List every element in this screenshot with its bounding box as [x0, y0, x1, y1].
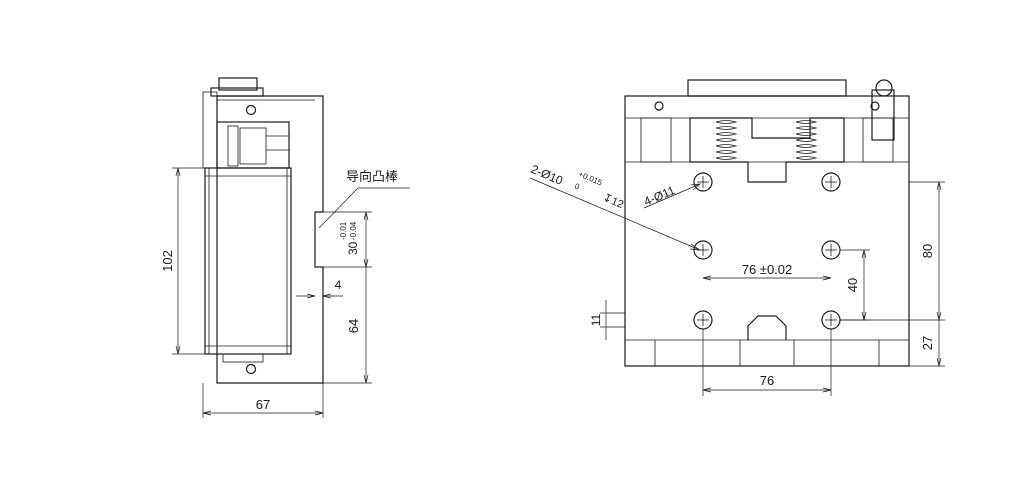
spring-block — [227, 125, 239, 167]
dim-30-label: 30 — [346, 241, 360, 255]
guide-cam-label: 导向凸棒 — [346, 169, 398, 185]
hole-top-right — [821, 172, 841, 192]
hole-tol-lower: 0 — [573, 182, 581, 192]
hole-leader — [529, 177, 701, 251]
hole-tol-upper: +0.015 — [577, 170, 604, 188]
dim-80-label: 80 — [920, 244, 935, 258]
arrow — [175, 345, 181, 355]
arrow — [363, 374, 369, 384]
main-body — [204, 167, 292, 355]
dim-30-tol-lower: -0.04 — [349, 221, 358, 240]
hole-bottom-right — [821, 310, 841, 330]
arrow — [936, 181, 942, 191]
arrow — [822, 387, 832, 393]
lower-pin-hole — [245, 363, 257, 375]
dim-30-tol-upper: -0.01 — [339, 221, 348, 240]
dim-76-tol-label: 76 ±0.02 — [742, 262, 793, 277]
arrow — [861, 249, 867, 259]
arrow — [689, 243, 701, 251]
hole-top-left — [693, 172, 713, 192]
spring-chamber — [862, 117, 894, 163]
hole-bottom-left — [693, 310, 713, 330]
slider-block — [689, 117, 845, 183]
dim-67-label: 67 — [256, 397, 270, 412]
leader-line — [318, 187, 359, 229]
bracket-outline — [216, 95, 324, 384]
corner-hole — [870, 101, 880, 111]
spring-chamber — [640, 117, 672, 163]
arrow — [822, 275, 832, 281]
front-view: 2-Ø10 +0.015 0 ↧12 4-Ø11 76 ±0.02 40 80 … — [529, 79, 945, 396]
dim-64-label: 64 — [346, 319, 361, 333]
arrow — [175, 167, 181, 177]
hole-depth: ↧12 — [601, 192, 625, 211]
arrow — [702, 275, 712, 281]
bottom-notch — [747, 315, 787, 340]
arrow — [936, 357, 942, 367]
corner-hole — [654, 101, 664, 111]
hole-callout: 2-Ø10 — [529, 162, 565, 188]
dim-76-label: 76 — [760, 373, 774, 388]
dim-40-label: 40 — [845, 278, 860, 292]
through-hole-callout: 4-Ø11 — [642, 183, 678, 209]
frame-outline — [624, 95, 910, 367]
bottom-plate — [222, 353, 264, 363]
top-cap — [218, 77, 258, 91]
dim-27-label: 27 — [920, 336, 935, 350]
spring-slider — [239, 127, 267, 165]
left-spring — [715, 120, 738, 160]
upper-pin-hole — [245, 104, 257, 116]
side-clamp — [871, 89, 895, 141]
side-view: 102 67 4 30 -0.01 -0.04 64 导向凸棒 — [160, 77, 410, 418]
dim-102-label: 102 — [160, 250, 175, 272]
right-spring — [795, 120, 818, 160]
arrow — [702, 387, 712, 393]
hole-mid-right — [821, 240, 841, 260]
dim-11-label: 11 — [589, 313, 603, 326]
arrow — [363, 211, 369, 221]
through-hole-leader — [643, 183, 701, 209]
arrow — [690, 183, 702, 191]
dim-4-label: 4 — [335, 278, 342, 292]
arrow — [202, 410, 212, 416]
left-rail — [202, 91, 218, 169]
arrow — [306, 293, 316, 299]
arrow — [314, 410, 324, 416]
arrow — [322, 293, 332, 299]
top-rail — [687, 79, 847, 97]
top-roller — [875, 79, 893, 97]
